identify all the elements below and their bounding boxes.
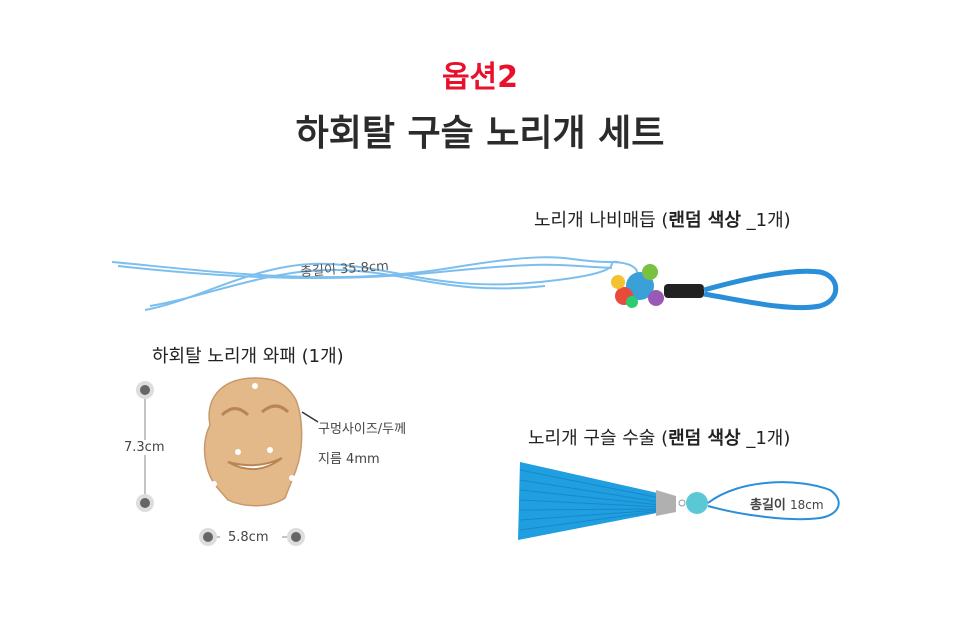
knot-label-suffix: _1개) (740, 210, 791, 231)
option-label: 옵션2 (441, 60, 519, 95)
tassel-label-bold: 랜덤 색상 (668, 428, 741, 449)
tassel-length-value: 18cm (790, 498, 824, 512)
tassel-length: 총길이 18cm (750, 494, 824, 513)
mask-width: 5.8cm (226, 530, 271, 545)
mask-label: 하회탈 노리개 와패 (1개) (152, 346, 344, 367)
knot-label-prefix: 노리개 나비매듭 ( (534, 210, 669, 231)
knot-cord (111, 256, 639, 311)
tassel-icon (518, 462, 840, 540)
knot-label-bold: 랜덤 색상 (668, 210, 741, 231)
mask-width-indicator (199, 528, 305, 546)
page-title: 하회탈 구슬 노리개 세트 (295, 113, 665, 154)
tassel-label-prefix: 노리개 구슬 수술 ( (528, 428, 669, 449)
knot-label: 노리개 나비매듭 (랜덤 색상 _1개) (534, 206, 791, 232)
wooden-mask-icon (203, 377, 303, 507)
mask-height-indicator (136, 381, 154, 512)
hole-size-label: 구멍사이즈/두께 (318, 422, 407, 437)
butterfly-knot-icon (611, 264, 839, 311)
tassel-label-suffix: _1개) (740, 428, 791, 449)
tassel-label: 노리개 구슬 수술 (랜덤 색상 _1개) (528, 424, 790, 450)
tassel-length-prefix: 총길이 (750, 498, 786, 513)
hole-size-value: 지름 4mm (318, 452, 380, 467)
hole-pointer-line (301, 411, 319, 423)
mask-height: 7.3cm (122, 440, 167, 455)
